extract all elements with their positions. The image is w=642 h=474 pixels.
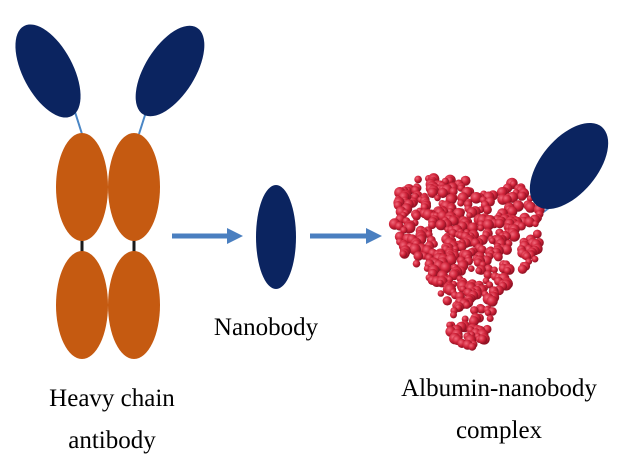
albumin-bead (468, 316, 479, 327)
albumin-bead (517, 264, 528, 274)
heavy-chain-antibody (15, 24, 205, 359)
albumin-bead (461, 315, 469, 323)
albumin-bead (517, 222, 526, 231)
albumin-bead (435, 219, 447, 231)
albumin-bead (470, 306, 479, 315)
complex-label-line2: complex (455, 417, 543, 444)
albumin-bead (531, 255, 539, 263)
albumin-bead (486, 281, 494, 289)
albumin-bead (463, 301, 471, 309)
albumin-bead (477, 304, 487, 314)
arrow-to-complex (310, 228, 382, 244)
constant-domain-left-upper (56, 133, 108, 241)
albumin-bead (437, 187, 448, 199)
linker-right (138, 111, 147, 135)
albumin-bead (437, 279, 444, 286)
complex-label: Albumin-nanobody complex (374, 372, 624, 448)
variable-domain-left (15, 24, 81, 118)
albumin-bead (428, 220, 437, 230)
albumin-bead (413, 251, 424, 261)
albumin-bead (475, 267, 483, 275)
albumin-bead (412, 259, 421, 268)
albumin-bead (412, 211, 421, 221)
albumin-bead (501, 244, 512, 255)
albumin-bead (449, 187, 458, 196)
albumin-bead (457, 242, 467, 252)
albumin-bead (457, 199, 465, 207)
albumin-bead (517, 191, 527, 201)
albumin-bead (477, 334, 488, 345)
albumin-bead (494, 252, 503, 262)
heavy-chain-label-line1: Heavy chain (49, 385, 175, 412)
linker-left (74, 111, 83, 135)
albumin-bead (509, 180, 517, 188)
albumin-bead (486, 295, 498, 307)
constant-domain-left-lower (56, 251, 108, 359)
albumin-bead (494, 218, 505, 229)
albumin-bead (524, 217, 535, 228)
nanobody-label: Nanobody (213, 314, 319, 341)
albumin-bead (466, 212, 473, 219)
variable-domain-right (135, 25, 205, 117)
albumin-bead (502, 194, 512, 205)
heavy-chain-label-line2: antibody (68, 427, 156, 454)
albumin-bead (532, 229, 542, 239)
albumin-bead (483, 270, 493, 280)
albumin-bead (414, 175, 422, 184)
albumin-bead (508, 230, 520, 242)
albumin-bead (525, 201, 536, 213)
albumin-bead (486, 315, 494, 322)
albumin-bead (437, 290, 445, 297)
albumin-bead (399, 250, 407, 258)
albumin-protein (388, 173, 545, 351)
albumin-bead (450, 311, 457, 319)
albumin-bead (477, 224, 485, 232)
albumin-bead (442, 296, 452, 306)
albumin-bead (484, 309, 492, 317)
arrow-to-nanobody (172, 228, 243, 244)
albumin-bead (491, 266, 498, 274)
complex-nanobody-domain (529, 122, 609, 210)
albumin-bead (468, 265, 475, 273)
albumin-bead (434, 194, 441, 202)
albumin-bead (482, 205, 492, 215)
nanobody-domain (256, 185, 296, 289)
albumin-bead (532, 220, 539, 228)
complex-label-line1: Albumin-nanobody (401, 375, 597, 402)
albumin-nanobody-complex (388, 122, 609, 351)
albumin-bead (470, 192, 483, 204)
albumin-bead (503, 266, 512, 275)
constant-domain-right-lower (108, 251, 160, 359)
heavy-chain-antibody-label: Heavy chain antibody (12, 382, 212, 458)
constant-domain-right-upper (108, 133, 160, 241)
albumin-bead (482, 219, 494, 231)
albumin-bead (427, 187, 438, 198)
albumin-bead (488, 237, 496, 244)
albumin-bead (468, 342, 477, 351)
